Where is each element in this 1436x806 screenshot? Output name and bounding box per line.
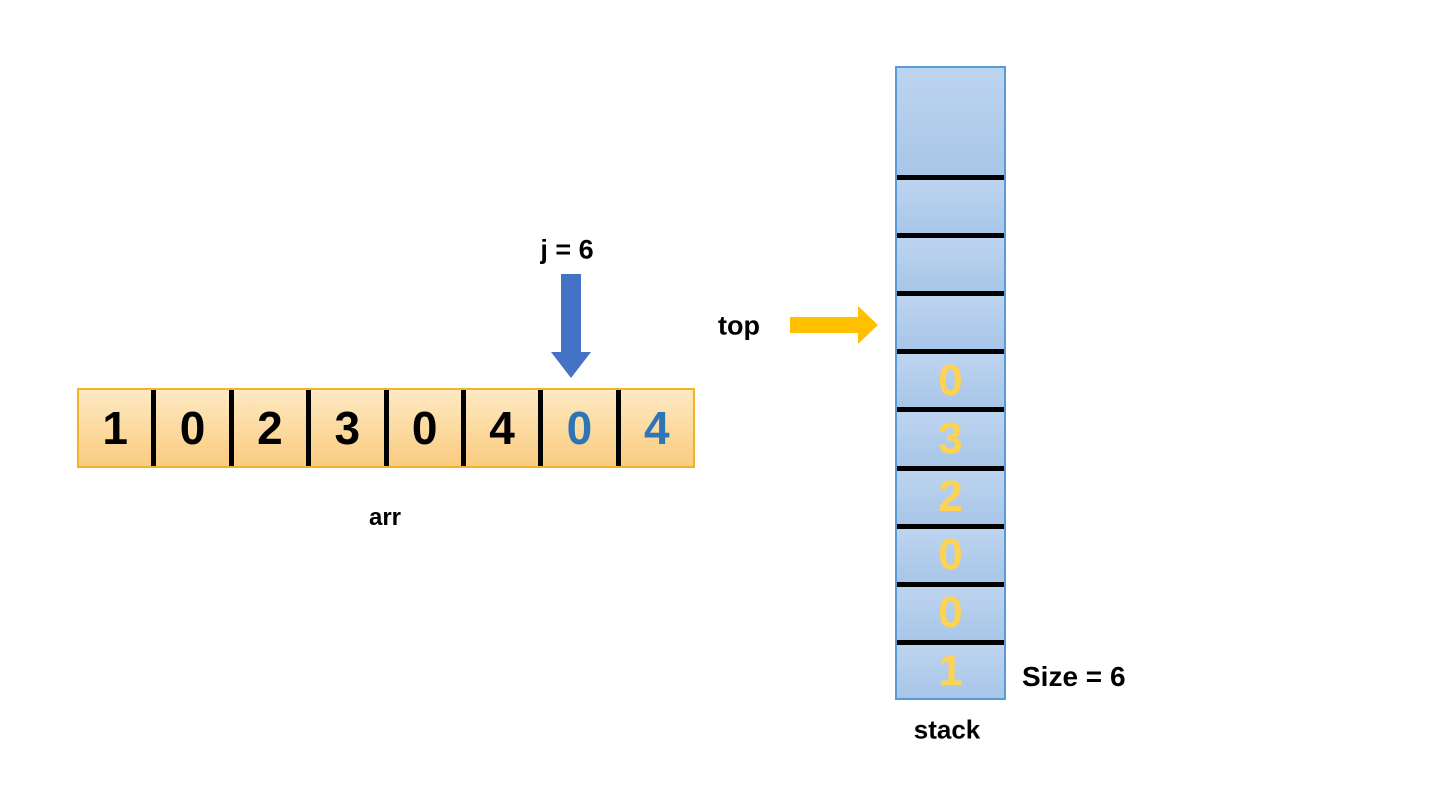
array-arr: 1 0 2 3 0 4 0 4 xyxy=(77,388,695,468)
array-cell: 3 xyxy=(306,390,384,466)
stack-column: 0 3 2 0 0 1 xyxy=(895,66,1006,700)
stack-cell xyxy=(897,233,1004,292)
stack-top-label: top xyxy=(718,310,760,341)
stack-size-label: Size = 6 xyxy=(1022,661,1126,692)
array-label: arr xyxy=(368,504,402,531)
stack-cell xyxy=(897,175,1004,234)
array-cell: 4 xyxy=(460,390,539,466)
stack-cell: 1 xyxy=(897,639,1004,698)
stack-cell: 3 xyxy=(897,407,1004,466)
array-cell-highlighted: 0 xyxy=(538,390,616,466)
array-cell: 0 xyxy=(383,390,461,466)
stack-cell xyxy=(897,68,1004,175)
array-cell: 1 xyxy=(79,390,152,466)
down-arrow-icon xyxy=(551,274,591,378)
array-cell-highlighted: 4 xyxy=(615,390,693,466)
stack-cell: 2 xyxy=(897,465,1004,524)
stack-cell: 0 xyxy=(897,523,1004,582)
stack-cell: 0 xyxy=(897,349,1004,408)
array-cell: 0 xyxy=(151,390,229,466)
j-pointer-label: j = 6 xyxy=(540,234,594,265)
right-arrow-icon xyxy=(790,306,878,344)
stack-cell xyxy=(897,291,1004,350)
stack-cell: 0 xyxy=(897,581,1004,640)
stack-label: stack xyxy=(913,714,981,745)
array-cell: 2 xyxy=(228,390,307,466)
